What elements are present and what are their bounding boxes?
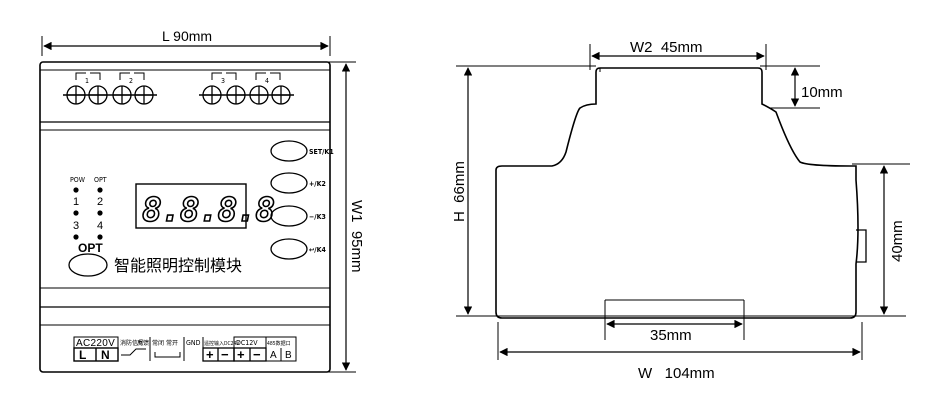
svg-text:+: + <box>237 347 245 362</box>
back-k4-button[interactable] <box>270 238 308 260</box>
w2-dimension-label: W2 45mm <box>630 39 703 56</box>
minus-k3-button[interactable] <box>270 205 308 227</box>
svg-text:消防信号: 消防信号 <box>120 339 144 347</box>
segment-display-frame <box>135 183 247 229</box>
bottom-terminal-block <box>73 336 297 362</box>
inner-35-dimension-label: 35mm <box>650 327 692 344</box>
set-k1-button[interactable] <box>270 140 308 162</box>
svg-text:485数据口: 485数据口 <box>267 340 291 347</box>
svg-text:常闭: 常闭 <box>152 339 164 347</box>
side-profile-outline <box>495 67 859 319</box>
set-k1-label: SET/K1 <box>309 148 334 156</box>
svg-text:3: 3 <box>221 77 225 85</box>
segment-display-digits: 8.8.8.8 <box>142 190 274 229</box>
svg-text:−: − <box>253 347 261 362</box>
svg-text:反馈: 反馈 <box>137 339 149 347</box>
led-indicators <box>73 187 103 240</box>
opt-button[interactable] <box>68 253 108 277</box>
svg-text:+: + <box>206 347 214 362</box>
svg-text:A: A <box>270 350 277 361</box>
svg-text:N: N <box>101 348 110 362</box>
svg-text:2: 2 <box>129 77 133 85</box>
module-name: 智能照明控制模块 <box>114 256 242 275</box>
channel-3-label: 3 <box>73 220 79 232</box>
side-view <box>456 44 910 360</box>
channel-2-label: 2 <box>97 196 103 208</box>
channel-1-label: 1 <box>73 196 79 208</box>
plus-k2-button[interactable] <box>270 172 308 194</box>
minus-k3-label: −/K3 <box>309 213 326 221</box>
bottom-terminal-labels: AC220V L N 消防信号 反馈 常闭 常开 GND 遥控输入DC24V D… <box>76 338 292 362</box>
svg-text:−: − <box>221 347 229 362</box>
svg-text:DC12V: DC12V <box>236 339 258 347</box>
channel-4-label: 4 <box>97 220 103 232</box>
top-height-dimension-label: 10mm <box>801 84 843 101</box>
side-40-dimension-label: 40mm <box>889 220 906 262</box>
opt-indicator-label: OPT <box>94 176 107 184</box>
height-dimension-label: W1 95mm <box>348 200 365 273</box>
svg-text:L: L <box>79 348 86 362</box>
svg-text:常开: 常开 <box>166 339 178 347</box>
din-clip <box>856 229 867 263</box>
length-dimension-label: L 90mm <box>162 28 212 44</box>
top-terminal-brackets <box>75 72 281 80</box>
svg-text:B: B <box>285 350 292 361</box>
top-screw-terminals <box>63 85 294 105</box>
w-dimension-label: W 104mm <box>638 365 715 382</box>
svg-text:AC220V: AC220V <box>76 338 115 349</box>
svg-text:4: 4 <box>265 77 269 85</box>
pow-label: POW <box>70 176 86 184</box>
opt-button-label: OPT <box>78 241 103 255</box>
svg-text:1: 1 <box>85 77 89 85</box>
module-body <box>39 61 331 373</box>
front-view <box>39 36 356 373</box>
svg-text:遥控输入DC24V: 遥控输入DC24V <box>204 340 240 347</box>
plus-k2-label: +/K2 <box>309 180 326 188</box>
back-k4-label: ↩/K4 <box>309 246 326 254</box>
h-dimension-label: H 66mm <box>451 161 468 222</box>
terminal-number-labels: 1 2 3 4 <box>85 77 269 85</box>
svg-text:GND: GND <box>186 339 201 347</box>
